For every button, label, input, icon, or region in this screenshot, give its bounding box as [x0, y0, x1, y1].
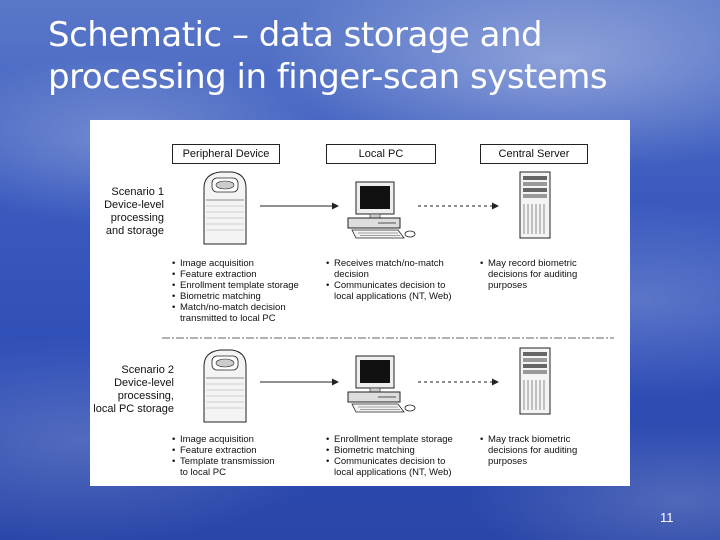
list-item-continuation: decisions for auditing [488, 445, 578, 456]
scenario-label-line: Scenario 2 [121, 364, 174, 376]
scenario-2-label: Scenario 2 Device-level processing, loca… [90, 364, 174, 416]
scenario-label-line: local PC storage [93, 403, 174, 415]
column-header-central-server: Central Server [480, 144, 588, 164]
scenario-label-line: and storage [105, 225, 164, 237]
list-item-continuation: local applications (NT, Web) [334, 291, 452, 302]
scenario-2-server-list: May track biometric decisions for auditi… [480, 434, 620, 467]
slide-title: Schematic – data storage and processing … [48, 14, 688, 98]
column-header-label: Peripheral Device [182, 148, 270, 160]
list-item: May track biometric [480, 434, 620, 445]
list-item: Enrollment template storage [326, 434, 476, 445]
list-item: Receives match/no-match [326, 258, 476, 269]
local-pc-icon [347, 181, 416, 239]
column-header-label: Local PC [358, 148, 404, 160]
column-header-label: Central Server [498, 148, 570, 160]
scenario-label-line: processing, [117, 390, 174, 402]
scenario-2-pc-list: Enrollment template storage Biometric ma… [326, 434, 476, 478]
column-header-local-pc: Local PC [326, 144, 436, 164]
central-server-icon [519, 347, 551, 415]
scenario-label-line: Scenario 1 [111, 186, 164, 198]
list-item-continuation: to local PC [180, 467, 226, 478]
title-line-2: processing in finger-scan systems [48, 57, 608, 97]
list-item: Template transmission [172, 456, 322, 467]
column-header-peripheral-device: Peripheral Device [172, 144, 280, 164]
peripheral-device-icon [203, 349, 247, 423]
schematic-figure: Peripheral Device Local PC Central Serve… [90, 120, 630, 486]
list-item-continuation: purposes [488, 280, 528, 291]
scenario-1-pc-list: Receives match/no-match decision Communi… [326, 258, 476, 302]
list-item: Image acquisition [172, 258, 322, 269]
page-number: 11 [660, 510, 674, 525]
list-item-continuation: decision [334, 269, 369, 280]
list-item: Enrollment template storage [172, 280, 322, 291]
scenario-label-line: Device-level [104, 199, 164, 211]
list-item: Match/no-match decision [172, 302, 322, 313]
scenario-1-device-list: Image acquisition Feature extraction Enr… [172, 258, 322, 324]
scenario-1-label: Scenario 1 Device-level processing and s… [94, 186, 164, 238]
list-item-continuation: transmitted to local PC [180, 313, 276, 324]
list-item: Feature extraction [172, 269, 322, 280]
title-line-1: Schematic – data storage and [48, 15, 543, 55]
scenario-1-server-list: May record biometric decisions for audit… [480, 258, 620, 291]
schematic-drawing [162, 171, 614, 423]
local-pc-icon [347, 355, 416, 413]
list-item: Biometric matching [172, 291, 322, 302]
list-item-continuation: local applications (NT, Web) [334, 467, 452, 478]
list-item: Communicates decision to [326, 280, 476, 291]
list-item-continuation: decisions for auditing [488, 269, 578, 280]
list-item: Communicates decision to [326, 456, 476, 467]
list-item: Image acquisition [172, 434, 322, 445]
peripheral-device-icon [203, 171, 247, 245]
scenario-label-line: Device-level [114, 377, 174, 389]
list-item: May record biometric [480, 258, 620, 269]
scenario-2-device-list: Image acquisition Feature extraction Tem… [172, 434, 322, 478]
list-item: Biometric matching [326, 445, 476, 456]
central-server-icon [519, 171, 551, 239]
list-item: Feature extraction [172, 445, 322, 456]
list-item-continuation: purposes [488, 456, 528, 467]
scenario-label-line: processing [110, 212, 164, 224]
